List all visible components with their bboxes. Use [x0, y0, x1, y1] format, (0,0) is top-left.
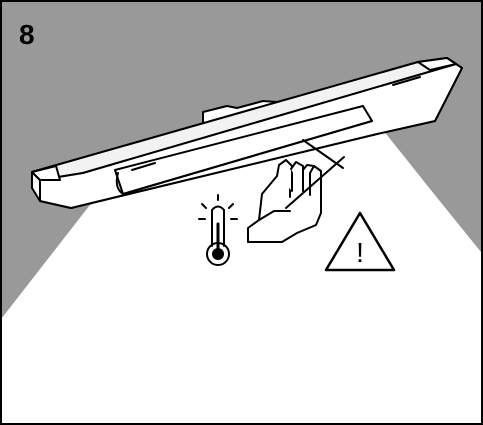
no-touch-hand-icon — [247, 139, 345, 243]
fixture-detail-line-left — [131, 162, 156, 171]
thermometer-top — [211, 205, 225, 211]
step-number: 8 — [19, 19, 35, 50]
warning-triangle — [324, 211, 396, 272]
left-end-cap — [31, 165, 61, 181]
light-fixture — [31, 57, 463, 209]
hand-finger-1 — [276, 159, 293, 192]
warning-triangle-icon: ! — [324, 211, 396, 272]
thermometer-fill — [212, 248, 224, 260]
thermometer-icon — [198, 194, 238, 266]
heat-ray-3 — [228, 203, 234, 209]
hand-finger-3 — [302, 164, 315, 171]
heat-ray-1 — [201, 203, 207, 209]
diffuser-edge — [122, 120, 373, 195]
right-end-cap — [417, 57, 457, 71]
diffuser-left-curve — [115, 172, 124, 195]
fixture-detail-line-right — [392, 76, 421, 86]
hand-finger-2 — [290, 161, 304, 192]
warning-exclamation: ! — [356, 237, 364, 268]
cross-lines — [285, 139, 345, 209]
hand-thumb — [258, 210, 291, 221]
hand-outline — [247, 165, 322, 243]
